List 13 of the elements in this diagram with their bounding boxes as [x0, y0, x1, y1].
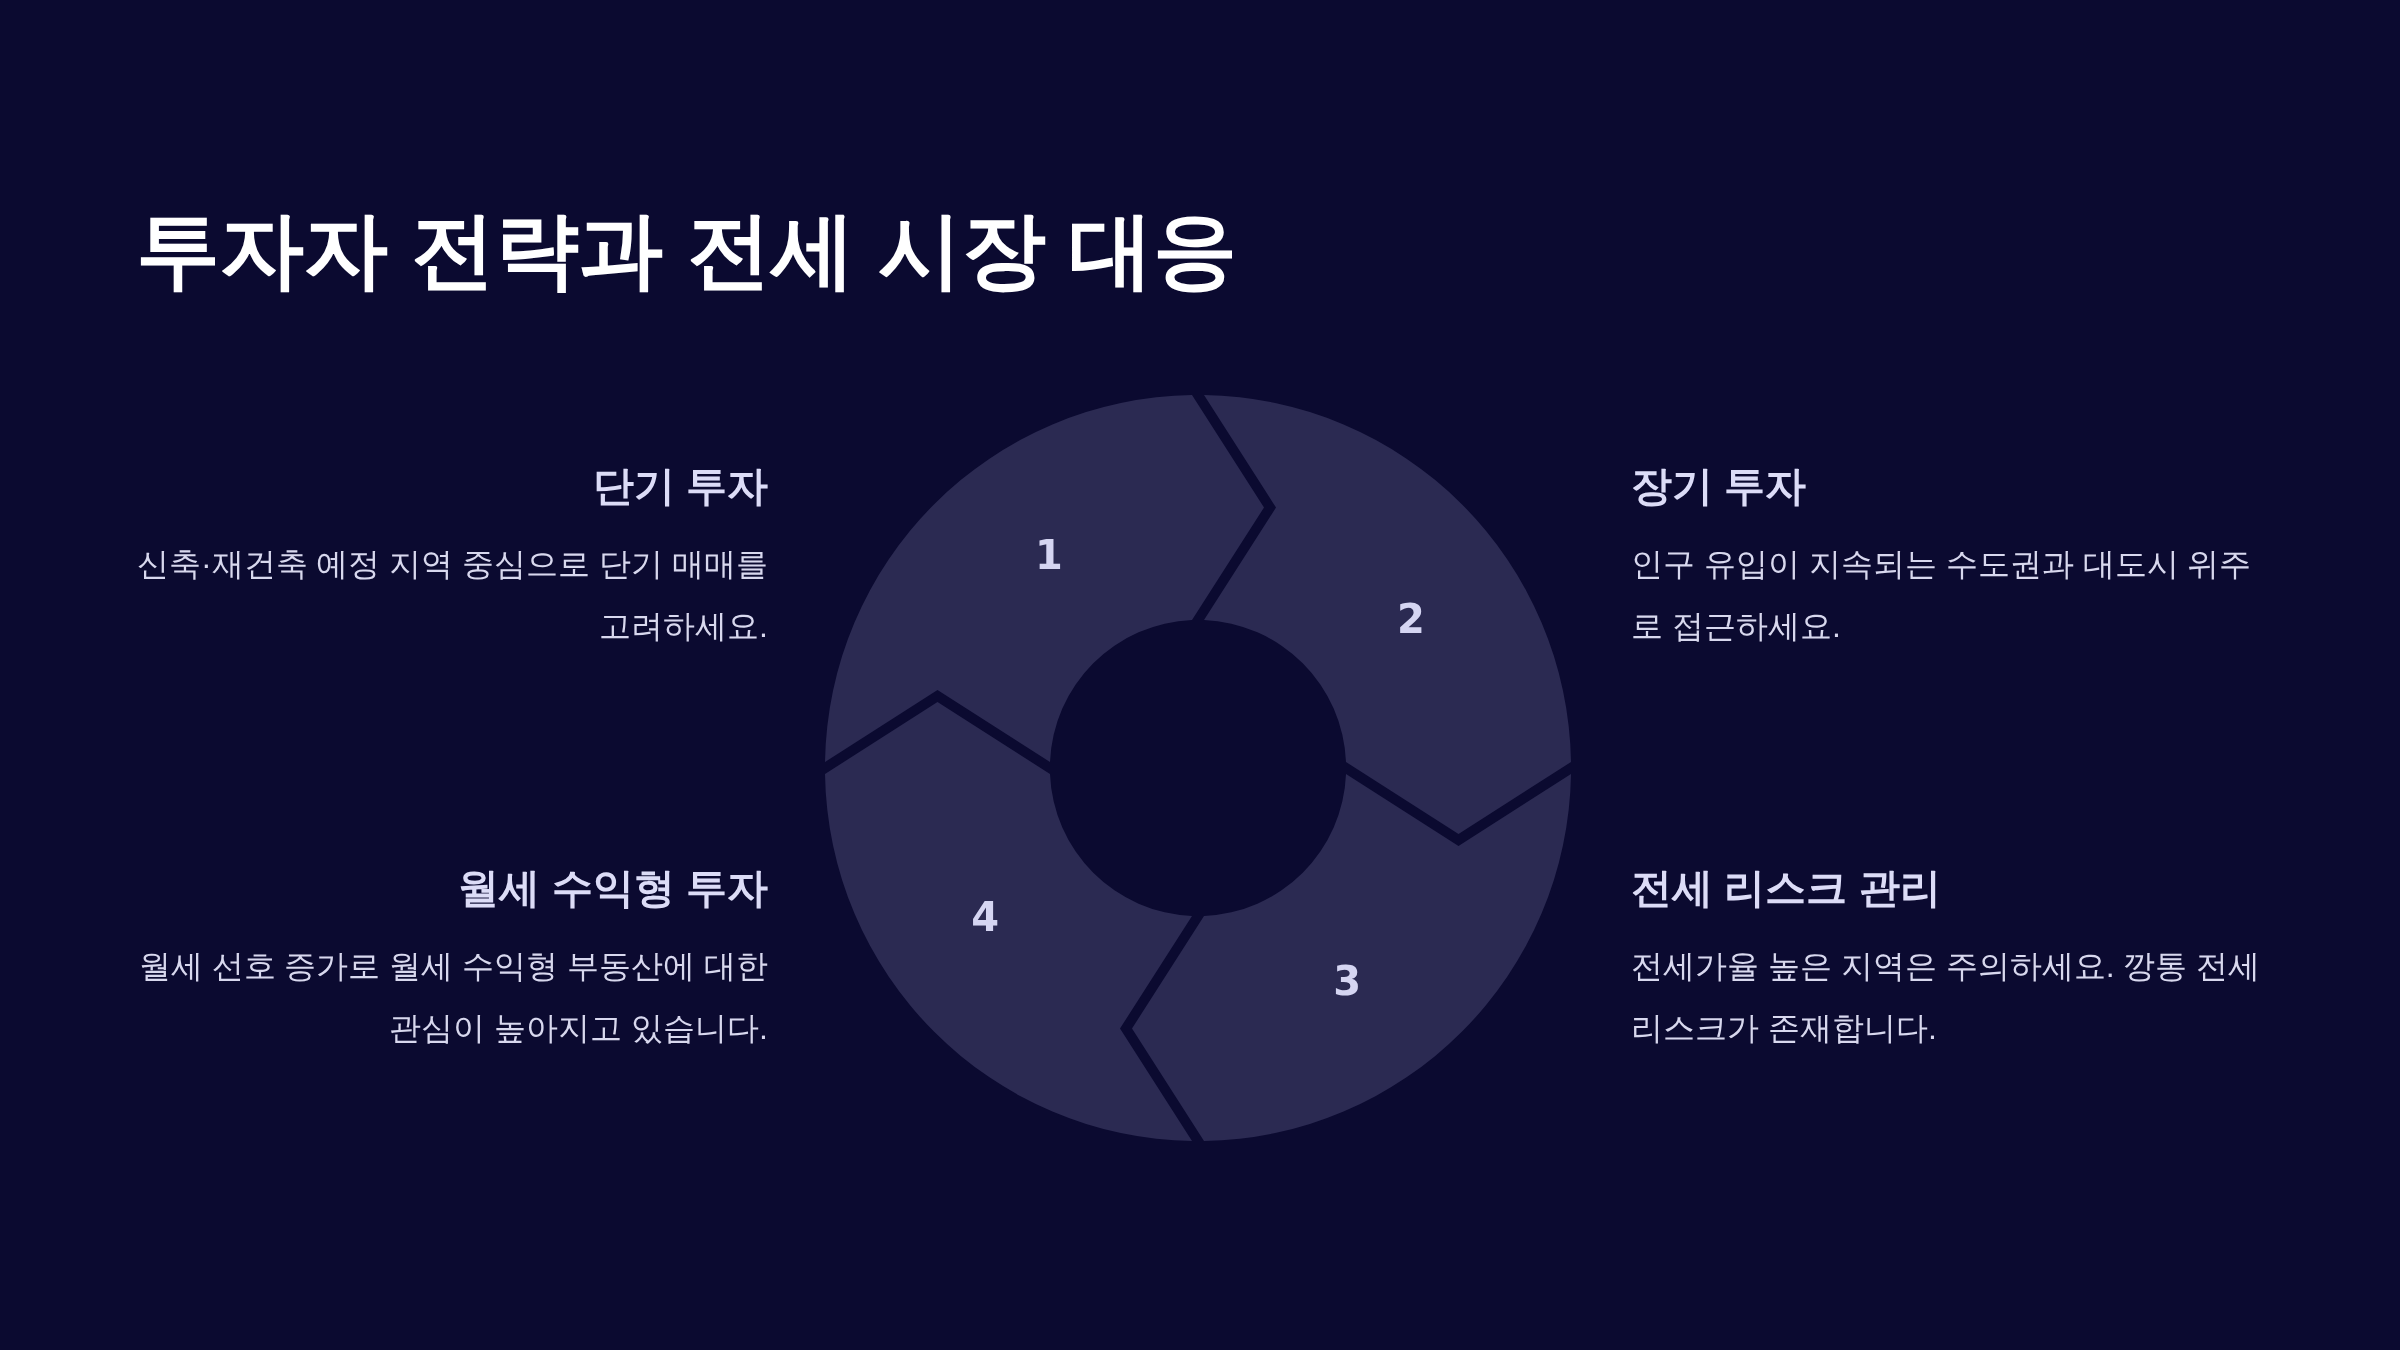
step-number: 1 — [1035, 535, 1063, 576]
description-text: 전세가율 높은 지역은 주의하세요. 깡통 전세 리스크가 존재합니다. — [1631, 947, 2262, 1049]
description-text: 인구 유입이 지속되는 수도권과 대도시 위주로 접근하세요. — [1631, 545, 2253, 647]
section-heading: 장기 투자 — [1631, 462, 1808, 511]
step-number: 2 — [1396, 598, 1425, 639]
description-text: 월세 선호 증가로 월세 수익형 부동산에 대한 관심이 높아지고 있습니다. — [137, 947, 768, 1049]
section-heading: 단기 투자 — [591, 462, 768, 511]
section-heading: 전세 리스크 관리 — [1631, 864, 1942, 913]
step-number: 3 — [1333, 960, 1361, 1001]
page-title: 투자자 전략과 전세 시장 대응 — [136, 202, 1238, 299]
section-heading: 월세 수익형 투자 — [457, 864, 768, 913]
description-text: 신축·재건축 예정 지역 중심으로 단기 매매를 고려하세요. — [135, 545, 768, 647]
step-number: 4 — [971, 897, 1000, 938]
